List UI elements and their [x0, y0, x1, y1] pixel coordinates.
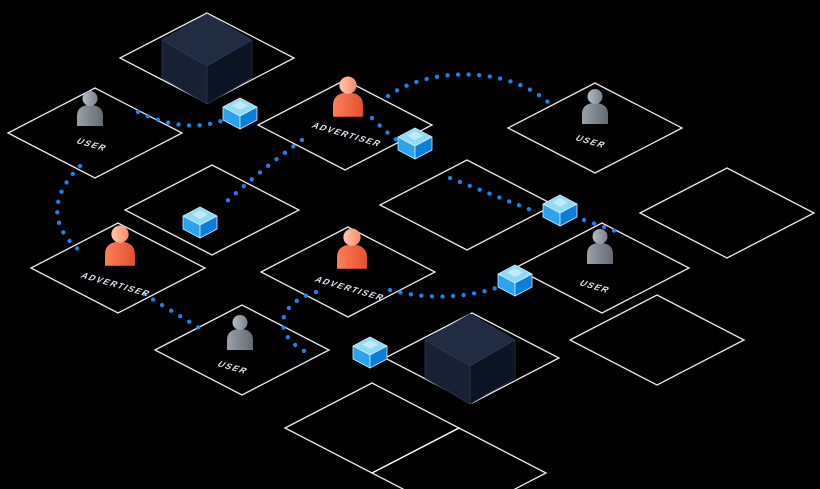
advertiser-figure — [105, 225, 135, 266]
floor-tile — [118, 12, 296, 104]
dark-cube-right-face — [206, 39, 253, 105]
objects-layer: USER ADVERTISER USER ADVERTISER ADVERTISER US… — [74, 13, 613, 405]
dark-cube-right-face — [469, 339, 516, 405]
dotted-connection — [385, 72, 553, 107]
user-figure — [227, 315, 253, 350]
floor-tile — [370, 427, 548, 489]
user-figure — [582, 89, 608, 124]
dotted-connection — [141, 291, 209, 335]
floor-tile — [259, 226, 437, 318]
tiles-layer — [6, 12, 816, 489]
user-figure — [77, 91, 103, 126]
advertiser-head — [111, 225, 129, 243]
dotted-connection — [369, 115, 403, 145]
floor-tile — [123, 164, 301, 256]
user-head — [587, 89, 603, 104]
advertiser-head — [339, 76, 357, 94]
dark-cube — [424, 313, 516, 405]
token-gem — [397, 127, 433, 160]
dotted-connection — [55, 163, 87, 257]
dotted-connection — [280, 289, 319, 355]
floor-tile — [256, 79, 434, 171]
user-body — [77, 105, 103, 126]
advertiser-label: ADVERTISER — [79, 271, 154, 299]
token-gem — [352, 336, 388, 369]
token-highlight — [192, 210, 208, 219]
floor-tile — [378, 159, 556, 251]
dotted-connection — [387, 285, 499, 299]
dotted-connection — [221, 137, 305, 207]
advertiser-body — [105, 241, 135, 266]
token-gem-right-face — [369, 345, 388, 369]
token-gem-right-face — [559, 203, 578, 227]
floor-tile — [153, 304, 331, 396]
user-body — [587, 243, 613, 264]
token-highlight — [552, 198, 568, 207]
token-highlight — [362, 340, 378, 349]
floor-tile — [568, 294, 746, 386]
dark-cube — [161, 13, 253, 105]
dotted-connection — [135, 109, 227, 128]
dotted-connection — [447, 175, 539, 215]
floor-tile — [638, 167, 816, 259]
user-body — [227, 329, 253, 350]
token-gem-right-face — [239, 106, 258, 130]
token-highlight — [507, 268, 523, 277]
floor-tile — [513, 222, 691, 314]
user-body — [582, 103, 608, 124]
token-gem — [222, 97, 258, 130]
advertiser-label: ADVERTISER — [310, 121, 385, 149]
advertiser-body — [333, 92, 363, 117]
user-label: USER — [573, 133, 609, 149]
links-layer — [55, 72, 627, 355]
token-gem-right-face — [514, 273, 533, 297]
user-head — [592, 229, 608, 244]
token-highlight — [232, 101, 248, 110]
token-gem — [542, 194, 578, 227]
token-gem-right-face — [199, 215, 218, 239]
advertiser-body — [337, 244, 367, 269]
user-label: USER — [74, 136, 110, 152]
advertiser-figure — [337, 228, 367, 269]
user-label: USER — [215, 359, 251, 375]
advertiser-head — [343, 228, 361, 246]
user-head — [82, 91, 98, 106]
advertiser-label: ADVERTISER — [313, 275, 388, 303]
token-gem-right-face — [414, 136, 433, 160]
floor-tile — [29, 222, 207, 314]
dotted-connection — [581, 217, 627, 237]
token-gem — [182, 206, 218, 239]
token-gem — [497, 264, 533, 297]
advertiser-figure — [333, 76, 363, 117]
token-highlight — [407, 131, 423, 140]
user-figure — [587, 229, 613, 264]
user-label: USER — [577, 278, 613, 294]
floor-tile — [506, 82, 684, 174]
floor-tile — [6, 87, 184, 179]
floor-tile — [283, 382, 461, 474]
user-head — [232, 315, 248, 330]
